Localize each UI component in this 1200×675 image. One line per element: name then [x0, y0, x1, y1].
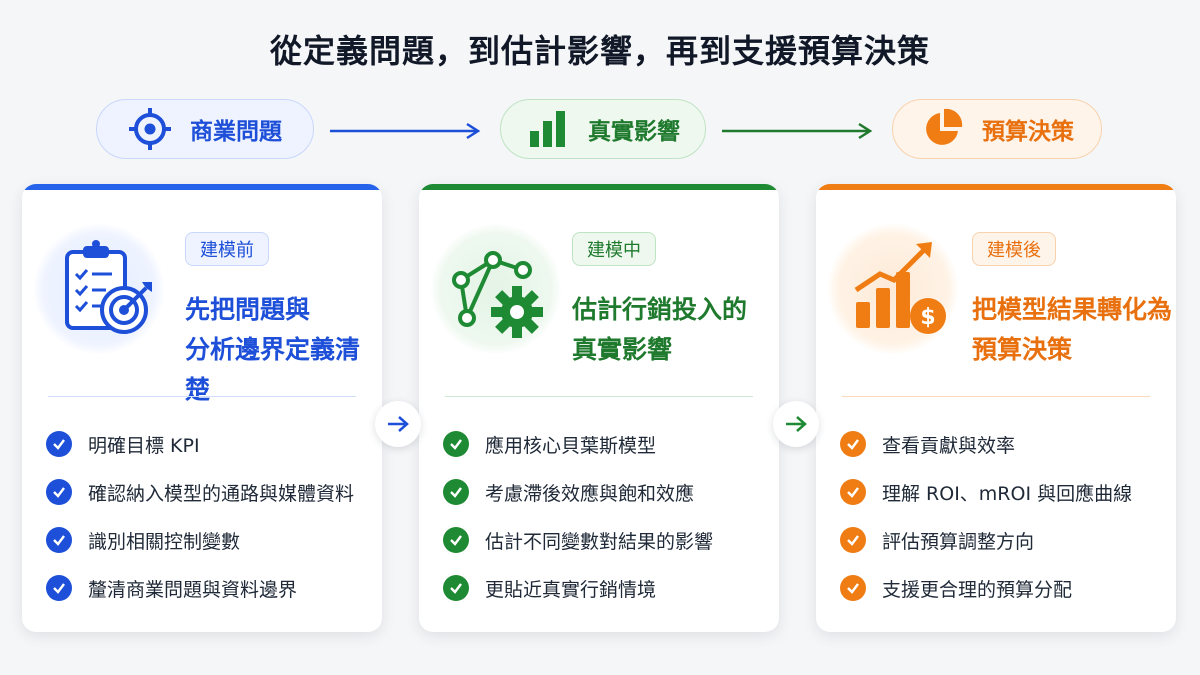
flow-step-label: 真實影響 — [588, 119, 680, 145]
network-gear-icon — [431, 224, 561, 354]
card-heading-line1: 估計行銷投入的 — [572, 295, 748, 324]
list-item-text: 查看貢獻與效率 — [882, 434, 1016, 457]
list-item: 釐清商業問題與資料邊界 — [46, 564, 354, 612]
flow-arrow-1 — [330, 122, 481, 140]
stage-tag: 建模後 — [972, 232, 1056, 266]
flow-arrow-2 — [722, 122, 873, 140]
flow-step-business-problem: 商業問題 — [96, 99, 314, 159]
list-item: 明確目標 KPI — [46, 420, 354, 468]
checklist: 應用核心貝葉斯模型 考慮滯後效應與飽和效應 估計不同變數對結果的影響 更貼近真實… — [443, 420, 713, 612]
list-item-text: 明確目標 KPI — [88, 434, 200, 457]
list-item-text: 考慮滯後效應與飽和效應 — [485, 482, 695, 505]
check-icon — [840, 575, 866, 601]
bar-chart-icon — [526, 107, 570, 151]
next-arrow-icon — [375, 401, 421, 447]
card-accent-bar — [22, 184, 382, 190]
list-item: 確認納入模型的通路與媒體資料 — [46, 468, 354, 516]
checklist: 查看貢獻與效率 理解 ROI、mROI 與回應曲線 評估預算調整方向 支援更合理… — [840, 420, 1132, 612]
clipboard-target-icon — [34, 224, 164, 354]
list-item-text: 應用核心貝葉斯模型 — [485, 434, 657, 457]
checklist: 明確目標 KPI 確認納入模型的通路與媒體資料 識別相關控制變數 釐清商業問題與… — [46, 420, 354, 612]
card-after-modeling: $ 建模後 把模型結果轉化為 預算決策 查看貢獻與效率 理解 ROI、mROI … — [816, 184, 1176, 632]
card-accent-bar — [816, 184, 1176, 190]
card-heading-line1: 把模型結果轉化為 — [972, 295, 1173, 324]
list-item-text: 理解 ROI、mROI 與回應曲線 — [882, 482, 1133, 505]
list-item-text: 確認納入模型的通路與媒體資料 — [88, 482, 355, 505]
stage-tag: 建模中 — [572, 232, 656, 266]
check-icon — [46, 575, 72, 601]
flow-step-budget-decision: 預算決策 — [892, 99, 1102, 159]
check-icon — [443, 527, 469, 553]
check-icon — [840, 527, 866, 553]
flow-step-label: 預算決策 — [982, 119, 1074, 145]
card-accent-bar — [419, 184, 779, 190]
list-item: 評估預算調整方向 — [840, 516, 1132, 564]
list-item-text: 識別相關控制變數 — [88, 530, 241, 553]
card-heading-line2: 預算決策 — [972, 335, 1073, 364]
check-icon — [46, 479, 72, 505]
card-heading: 先把問題與 分析邊界定義清楚 — [185, 290, 382, 410]
list-item-text: 更貼近真實行銷情境 — [485, 578, 657, 601]
check-icon — [443, 431, 469, 457]
check-icon — [443, 479, 469, 505]
check-icon — [840, 431, 866, 457]
pie-chart-icon — [920, 107, 964, 151]
list-item: 應用核心貝葉斯模型 — [443, 420, 713, 468]
card-before-modeling: 建模前 先把問題與 分析邊界定義清楚 明確目標 KPI 確認納入模型的通路與媒體… — [22, 184, 382, 632]
page-title: 從定義問題，到估計影響，再到支援預算決策 — [269, 32, 930, 70]
list-item: 更貼近真實行銷情境 — [443, 564, 713, 612]
card-heading: 把模型結果轉化為 預算決策 — [972, 290, 1172, 370]
list-item: 識別相關控制變數 — [46, 516, 354, 564]
check-icon — [840, 479, 866, 505]
check-icon — [46, 527, 72, 553]
list-item-text: 評估預算調整方向 — [882, 530, 1035, 553]
list-item-text: 估計不同變數對結果的影響 — [485, 530, 714, 553]
list-item: 考慮滯後效應與飽和效應 — [443, 468, 713, 516]
stage-tag: 建模前 — [185, 232, 269, 266]
flow-step-real-impact: 真實影響 — [500, 99, 706, 159]
next-arrow-icon — [773, 401, 819, 447]
card-heading-line1: 先把問題與 — [185, 295, 311, 324]
list-item: 理解 ROI、mROI 與回應曲線 — [840, 468, 1132, 516]
list-item: 支援更合理的預算分配 — [840, 564, 1132, 612]
card-heading-line2: 真實影響 — [572, 335, 673, 364]
list-item-text: 釐清商業問題與資料邊界 — [88, 578, 298, 601]
growth-chart-dollar-icon: $ — [828, 224, 958, 354]
divider — [445, 396, 753, 397]
list-item: 查看貢獻與效率 — [840, 420, 1132, 468]
card-heading: 估計行銷投入的 真實影響 — [572, 290, 747, 370]
card-heading-line2: 分析邊界定義清楚 — [185, 335, 361, 404]
svg-text:$: $ — [920, 305, 935, 330]
divider — [48, 396, 356, 397]
list-item-text: 支援更合理的預算分配 — [882, 578, 1073, 601]
target-icon — [128, 107, 172, 151]
list-item: 估計不同變數對結果的影響 — [443, 516, 713, 564]
divider — [842, 396, 1150, 397]
check-icon — [443, 575, 469, 601]
check-icon — [46, 431, 72, 457]
card-during-modeling: 建模中 估計行銷投入的 真實影響 應用核心貝葉斯模型 考慮滯後效應與飽和效應 估… — [419, 184, 779, 632]
flow-step-label: 商業問題 — [190, 119, 282, 145]
